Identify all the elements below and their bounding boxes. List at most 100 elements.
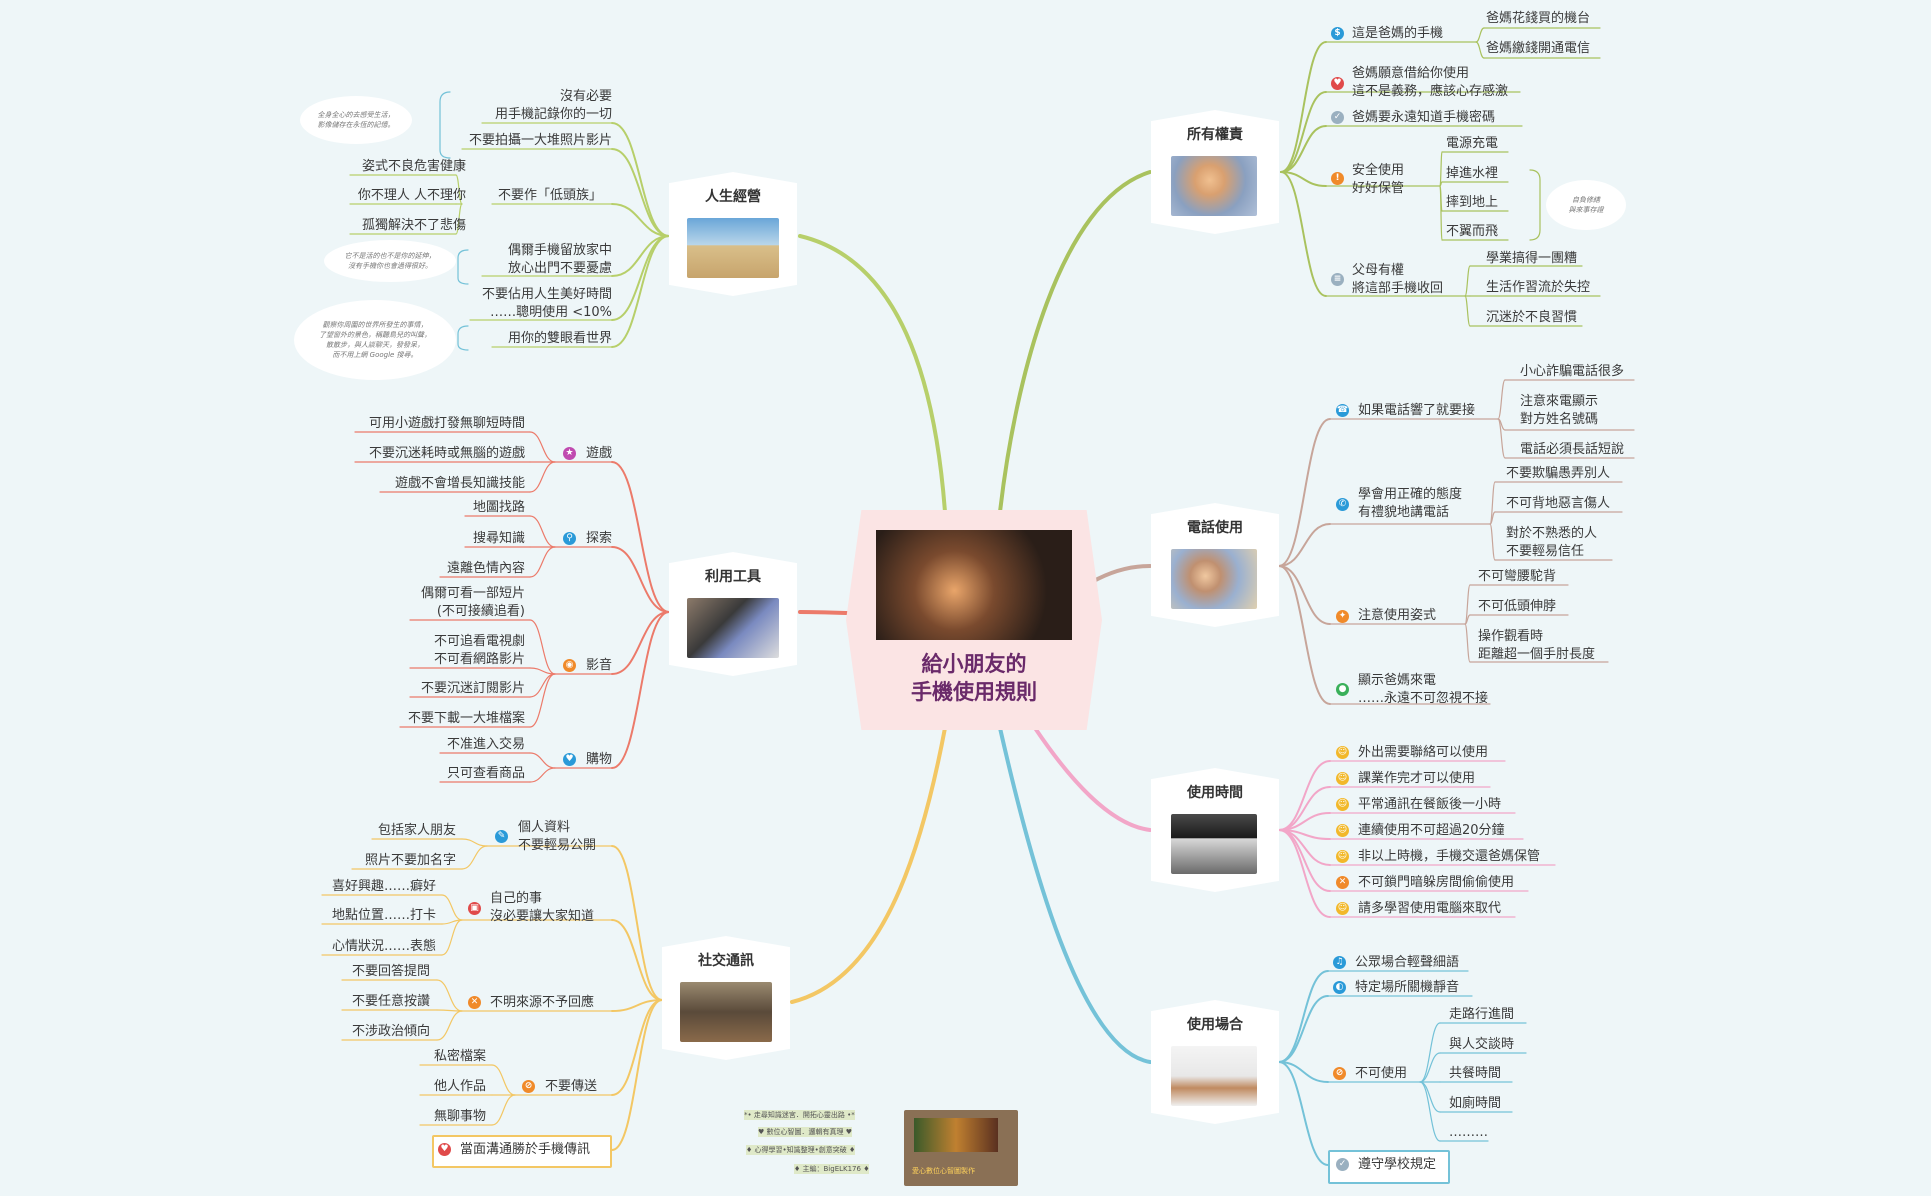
social-private-files[interactable]: 私密檔案 xyxy=(433,1049,486,1064)
social-face-to-face[interactable]: 當面溝通勝於手機傳訊 xyxy=(460,1142,591,1157)
branch-phone[interactable]: 電話使用 xyxy=(1151,503,1279,627)
tools-no-download[interactable]: 不要下載一大堆檔案 xyxy=(407,711,525,726)
rights-paid[interactable]: 爸媽繳錢開通電信 xyxy=(1486,41,1591,56)
branch-life[interactable]: 人生經營 xyxy=(669,172,797,296)
branch-time[interactable]: 使用時間 xyxy=(1151,768,1279,892)
tools-media[interactable]: 影音 xyxy=(586,658,613,673)
social-no-names[interactable]: 照片不要加名字 xyxy=(364,853,456,868)
phone-answer[interactable]: 如果電話響了就要接 xyxy=(1358,403,1476,418)
social-connector xyxy=(611,999,663,1012)
social-others-work[interactable]: 他人作品 xyxy=(433,1079,486,1094)
time-homework[interactable]: 課業作完才可以使用 xyxy=(1358,771,1476,786)
social-personal[interactable]: 個人資料 不要輕易公開 xyxy=(518,820,597,853)
life-connector xyxy=(611,235,670,321)
life-no-photos[interactable]: 不要拍攝一大堆照片影片 xyxy=(468,133,612,148)
phone-posture[interactable]: 注意使用姿式 xyxy=(1358,608,1437,623)
place-meal[interactable]: 共餐時間 xyxy=(1449,1066,1502,1081)
tools-games-no-addict[interactable]: 不要沉迷耗時或無腦的遊戲 xyxy=(368,446,525,461)
branch-tools[interactable]: 利用工具 xyxy=(669,552,797,676)
rights-life-out-of-control[interactable]: 生活作習流於失控 xyxy=(1486,280,1591,295)
phone-caller-id[interactable]: 注意來電顯示 對方姓名號碼 xyxy=(1520,394,1599,427)
tools-short-film[interactable]: 偶爾可看一部短片 (不可接續追看) xyxy=(420,586,525,619)
phone-connector xyxy=(1278,523,1331,567)
time-outing[interactable]: 外出需要聯絡可以使用 xyxy=(1358,745,1489,760)
tools-no-porn[interactable]: 遠離色情內容 xyxy=(446,561,525,576)
place-quiet[interactable]: 公眾場合輕聲細語 xyxy=(1355,955,1460,970)
life-no-record[interactable]: 沒有必要 用手機記錄你的一切 xyxy=(494,89,612,122)
phone-no-malice[interactable]: 不可背地惡言傷人 xyxy=(1506,496,1611,511)
social-no-send[interactable]: 不要傳送 xyxy=(545,1079,598,1094)
rights-grades[interactable]: 學業搞得一團糟 xyxy=(1486,251,1578,266)
social-unknown[interactable]: 不明來源不予回應 xyxy=(490,995,595,1010)
phone-scam[interactable]: 小心詐騙電話很多 xyxy=(1520,364,1625,379)
rights-password[interactable]: 爸媽要永遠知道手機密碼 xyxy=(1352,110,1496,125)
place-silent[interactable]: 特定場所關機靜音 xyxy=(1355,980,1460,995)
place-no-use[interactable]: 不可使用 xyxy=(1355,1066,1408,1081)
social-no-answer[interactable]: 不要回答提問 xyxy=(351,964,430,979)
social-face-to-face-box[interactable] xyxy=(432,1135,612,1168)
tools-maps[interactable]: 地圖找路 xyxy=(472,500,525,515)
phone-manners[interactable]: 學會用正確的態度 有禮貌地講電話 xyxy=(1358,487,1463,520)
rights-bad-habits[interactable]: 沉迷於不良習慣 xyxy=(1486,310,1578,325)
branch-rights[interactable]: 所有權責 xyxy=(1151,110,1279,234)
branch-phone-connector xyxy=(1090,564,1152,584)
rights-charge[interactable]: 電源充電 xyxy=(1446,136,1499,151)
social-no-like[interactable]: 不要任意按讚 xyxy=(351,994,430,1009)
tools-no-trade[interactable]: 不准進入交易 xyxy=(446,737,525,752)
life-health[interactable]: 姿式不良危害健康 xyxy=(361,159,466,174)
time-after-meal[interactable]: 平常通訊在餐飯後一小時 xyxy=(1358,797,1502,812)
time-return[interactable]: 非以上時機，手機交還爸媽保管 xyxy=(1358,849,1541,864)
phone-no-trust[interactable]: 對於不熟悉的人 不要輕易信任 xyxy=(1506,526,1598,559)
place-etc[interactable]: ……… xyxy=(1449,1125,1488,1140)
branch-social[interactable]: 社交通訊 xyxy=(662,936,790,1060)
branch-place[interactable]: 使用場合 xyxy=(1151,1000,1279,1124)
life-no-heads-down[interactable]: 不要作「低頭族」 xyxy=(497,188,602,203)
place-walking[interactable]: 走路行進間 xyxy=(1449,1007,1515,1022)
tools-explore[interactable]: 探索 xyxy=(586,531,613,546)
legend-line-4: ♦ 主編：BigELK176 ♦ xyxy=(794,1164,870,1174)
rights-revoke[interactable]: 父母有權 將這部手機收回 xyxy=(1352,263,1444,296)
place-school[interactable]: 遵守學校規定 xyxy=(1358,1157,1437,1172)
phone-short[interactable]: 電話必須長話短說 xyxy=(1520,442,1625,457)
place-talking[interactable]: 與人交談時 xyxy=(1449,1037,1515,1052)
phone-no-neck[interactable]: 不可低頭伸脖 xyxy=(1478,599,1557,614)
phone-no-hunch[interactable]: 不可彎腰駝背 xyxy=(1478,569,1557,584)
time-no-lock[interactable]: 不可鎖門暗躲房間偷偷使用 xyxy=(1358,875,1515,890)
life-leave-home[interactable]: 偶爾手機留放家中 放心出門不要憂慮 xyxy=(507,243,612,276)
time-computer[interactable]: 請多學習使用電腦來取代 xyxy=(1358,901,1502,916)
social-family[interactable]: 包括家人朋友 xyxy=(377,823,456,838)
life-time-limit[interactable]: 不要佔用人生美好時間 ……聰明使用 <10% xyxy=(481,287,612,320)
central-topic[interactable]: 給小朋友的 手機使用規則 xyxy=(846,510,1102,730)
social-private[interactable]: 自己的事 沒必要讓大家知道 xyxy=(490,891,595,924)
tools-no-subscribe[interactable]: 不要沉迷訂閱影片 xyxy=(420,681,525,696)
social-no-politics[interactable]: 不涉政治傾向 xyxy=(351,1024,430,1039)
tools-no-series[interactable]: 不可追看電視劇 不可看網路影片 xyxy=(433,634,525,667)
time-20min[interactable]: 連續使用不可超過20分鐘 xyxy=(1358,823,1505,838)
phone-parents-call[interactable]: 顯示爸媽來電 ……永遠不可忽視不接 xyxy=(1358,673,1489,706)
social-mood[interactable]: 心情狀況……表態 xyxy=(331,939,436,954)
life-see-world[interactable]: 用你的雙眼看世界 xyxy=(507,331,612,346)
tools-search[interactable]: 搜尋知識 xyxy=(472,531,525,546)
tools-games-no-skill[interactable]: 遊戲不會增長知識技能 xyxy=(394,476,525,491)
life-lonely[interactable]: 孤獨解決不了悲傷 xyxy=(361,218,466,233)
life-ignore[interactable]: 你不理人 人不理你 xyxy=(357,188,466,203)
tools-view-only[interactable]: 只可查看商品 xyxy=(446,766,525,781)
social-hobbies[interactable]: 喜好興趣……癖好 xyxy=(331,879,436,894)
rights-own-phone[interactable]: 這是爸媽的手機 xyxy=(1352,26,1444,41)
rights-lend[interactable]: 爸媽願意借給你使用 這不是義務，應該心存感激 xyxy=(1352,66,1509,99)
tools-connector xyxy=(611,611,670,769)
tools-games[interactable]: 遊戲 xyxy=(586,446,613,461)
place-toilet[interactable]: 如廁時間 xyxy=(1449,1096,1502,1111)
rights-bought[interactable]: 爸媽花錢買的機台 xyxy=(1486,11,1591,26)
rights-safety[interactable]: 安全使用 好好保管 xyxy=(1352,163,1405,196)
rights-water[interactable]: 掉進水裡 xyxy=(1446,166,1499,181)
rights-drop[interactable]: 摔到地上 xyxy=(1446,195,1499,210)
social-boring[interactable]: 無聊事物 xyxy=(433,1109,486,1124)
tools-games-short[interactable]: 可用小遊戲打發無聊短時間 xyxy=(368,416,525,431)
rights-lost[interactable]: 不翼而飛 xyxy=(1446,224,1499,239)
tools-shopping[interactable]: 購物 xyxy=(586,752,613,767)
phone-no-deceive[interactable]: 不要欺騙愚弄別人 xyxy=(1506,466,1611,481)
social-checkin[interactable]: 地點位置……打卡 xyxy=(331,908,436,923)
phone-distance[interactable]: 操作觀看時 距離超一個手肘長度 xyxy=(1478,629,1596,662)
